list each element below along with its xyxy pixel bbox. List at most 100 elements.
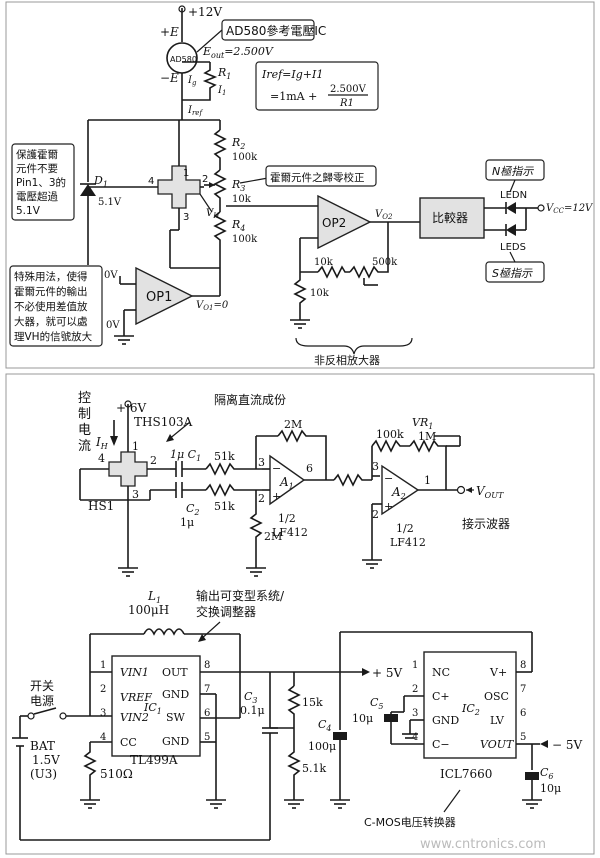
c6-label: C [540, 766, 549, 779]
special-note: 特殊用法，使得 霍爾元件的輸出 不必使用差值放 大器，就可以處 理VH的信號放大 [14, 270, 93, 343]
ic1-label: IC [143, 701, 157, 714]
r2-sub: 2 [239, 142, 245, 151]
noninv-amp-label: 非反相放大器 [314, 353, 380, 367]
hall-zero-text: 霍爾元件之歸零校正 [270, 171, 365, 184]
ic1-pin-l1: VIN1 [120, 666, 149, 679]
r4-sub: 4 [239, 224, 245, 233]
ic2-num-r3: 6 [520, 708, 526, 719]
ic1-chip [111, 655, 201, 757]
c3-value: 0.1μ [240, 704, 265, 717]
svg-text:VH: VH [206, 208, 220, 220]
c4-sub: 4 [325, 724, 331, 733]
r2-value: 100k [232, 152, 258, 163]
c2-value: 1μ [180, 516, 194, 529]
cc-2: 电 [78, 423, 91, 438]
ad580-callout-text: AD580參考電壓IC [226, 23, 326, 38]
p1-eout: E [202, 45, 211, 58]
r510-resistor [83, 742, 97, 800]
p1-ig: I [187, 75, 193, 86]
ic2-chip [423, 651, 517, 759]
formula-den: R1 [339, 98, 354, 109]
c1-label: 1μ C [170, 448, 197, 461]
svg-text:IC2: IC2 [461, 702, 480, 717]
c4-value: 100μ [308, 740, 336, 753]
a2-sub: 2 [400, 492, 406, 501]
ledn-label: LEDN [500, 190, 527, 201]
ic2-pin-l3: GND [432, 714, 459, 727]
c3-label: C [244, 690, 253, 703]
comparator-label: 比較器 [432, 210, 468, 225]
vout-label: V [476, 484, 486, 498]
d1-zener [80, 184, 96, 196]
special-note-l4: 理VH的信號放大 [14, 330, 93, 343]
panel2-frame [5, 373, 595, 855]
ic2-pin-r2: OSC [484, 690, 509, 703]
ic1-sub: 1 [157, 707, 162, 716]
svg-text:VCC=12V: VCC=12V [546, 203, 594, 215]
svg-text:IC1: IC1 [143, 701, 162, 716]
p1-plus-e: +E [160, 25, 179, 39]
a1-half: 1/2 [278, 512, 296, 525]
minus5v-label: − 5V [552, 738, 583, 752]
r15k-resistor [287, 685, 301, 728]
hall-zero-callout [265, 165, 377, 187]
ih-sub: H [100, 442, 109, 451]
svg-text:IH: IH [95, 435, 109, 451]
r1-sub: 1 [226, 72, 231, 81]
r51k-resistor [287, 728, 301, 800]
zener-note: 保護霍爾 元件不要 Pin1、3的 電壓超過 5.1V [16, 148, 66, 217]
bat-label: BAT [30, 739, 55, 753]
hall-pin1: 1 [183, 168, 189, 179]
svg-text:C5: C5 [370, 696, 384, 711]
ic2-num-l2: 2 [412, 684, 418, 695]
p1-eout-val: =2.500V [224, 45, 274, 58]
svg-text:C6: C6 [540, 766, 554, 781]
svg-text:+: + [384, 500, 393, 513]
p2-pin-2: 2 [150, 454, 157, 467]
vo2-label: V [375, 209, 384, 220]
a1-pin3: 3 [258, 456, 265, 469]
switch-l1: 电源 [30, 694, 54, 708]
svg-text:VR1: VR1 [412, 416, 433, 431]
vo1-sub: O1 [203, 304, 213, 312]
svg-text:VO2: VO2 [375, 209, 393, 221]
svg-text:Eout=2.500V: Eout=2.500V [202, 45, 274, 60]
l1-value: 100μH [128, 603, 169, 617]
r3-pot [213, 169, 227, 212]
p1-minus-e: −E [160, 71, 179, 85]
c5-sub: 5 [378, 702, 383, 711]
svg-text:Iref: Iref [187, 105, 203, 117]
p2-pin-1: 1 [132, 440, 139, 453]
hall-pin2: 2 [202, 174, 208, 185]
icl-label: ICL7660 [440, 767, 492, 781]
r10k-b-label: 10k [310, 288, 330, 299]
plus6v-label: + 6V [116, 401, 147, 415]
vcc-label: V [546, 203, 555, 214]
r500k-pot [349, 222, 389, 279]
p1-i1: I [217, 85, 223, 96]
p1-eout-sub: out [211, 51, 225, 60]
r510-label: 510Ω [100, 767, 133, 781]
iref-formula-box [255, 61, 379, 111]
op2-label: OP2 [322, 216, 346, 230]
op1-amplifier [135, 266, 194, 326]
l1-label: L [147, 589, 156, 603]
ic2-num-l3: 3 [412, 708, 418, 719]
ad580-label: AD580 [170, 55, 197, 64]
ic1-num-r3: 6 [204, 708, 210, 719]
p1-iref: I [187, 105, 193, 116]
svg-text:A1: A1 [279, 475, 294, 491]
formula-num: 2.500V [330, 84, 367, 95]
svg-text:R3: R3 [231, 178, 245, 193]
ic2-pin-r1: V+ [489, 666, 507, 679]
ic2-num-l4: 4 [412, 732, 418, 743]
r4-resistor [213, 211, 227, 250]
leds-label: LEDS [500, 242, 526, 253]
ic2-pin-l2: C+ [432, 690, 450, 703]
vcc-value: =12V [564, 203, 594, 214]
zener-note-l4: 5.1V [16, 205, 41, 217]
svg-text:C3: C3 [244, 690, 258, 705]
zener-note-box [11, 143, 75, 221]
a2-amplifier [381, 464, 420, 516]
ic2-num-r2: 7 [520, 684, 526, 695]
